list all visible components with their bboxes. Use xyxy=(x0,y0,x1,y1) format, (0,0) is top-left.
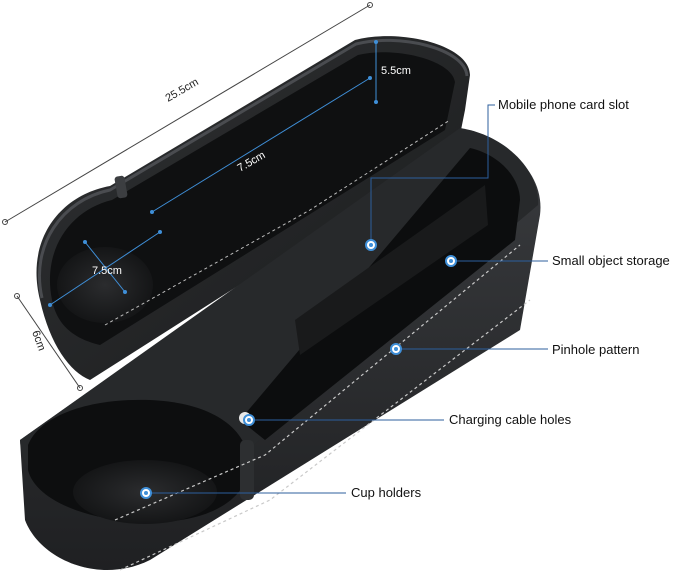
length-dim-end-a xyxy=(2,219,8,225)
stitching-rear xyxy=(104,119,451,326)
cup-dimension-line-a xyxy=(49,231,161,306)
small-storage-marker-dot xyxy=(449,259,453,263)
stitching-upper xyxy=(114,244,521,521)
height-dim-end-b xyxy=(77,385,83,391)
slot-depth-dimension-text: 5.5cm xyxy=(381,65,411,77)
slot-depth-end-b xyxy=(374,100,378,104)
stitching-lower xyxy=(119,299,531,571)
height-dimension-text: 6cm xyxy=(29,329,47,353)
cup-dim-end-c xyxy=(83,240,87,244)
cup-dim-end-b xyxy=(158,230,162,234)
height-dimension-line xyxy=(16,295,81,389)
cup-dimension-line-b xyxy=(84,241,126,293)
callout-cable-holes: Charging cable holes xyxy=(449,412,572,427)
callout-pinhole: Pinhole pattern xyxy=(552,342,640,357)
slot-length-dimension-line xyxy=(151,77,371,213)
cup-dimension-text: 7.5cm xyxy=(92,265,122,277)
pinhole-marker-dot xyxy=(394,347,398,351)
rear-rim-highlight xyxy=(37,38,469,299)
rear-organizer xyxy=(36,36,470,381)
cable-hole-clip xyxy=(240,440,254,500)
callout-leaders xyxy=(140,104,548,499)
cup-dim-end-d xyxy=(123,290,127,294)
rear-cup-floor xyxy=(57,247,153,323)
rear-divider-clip xyxy=(114,175,128,199)
slot-depth-end-a xyxy=(374,40,378,44)
phone-slot-leader xyxy=(370,104,495,245)
cable-holes-marker-dot xyxy=(247,418,251,422)
callout-phone-slot: Mobile phone card slot xyxy=(498,97,629,112)
phone-slot-marker-dot xyxy=(369,243,373,247)
front-organizer xyxy=(20,119,541,571)
cup-dim-end-a xyxy=(48,303,52,307)
length-dim-end-b xyxy=(367,2,373,8)
length-dimension-line xyxy=(4,4,371,223)
rear-organizer-cavity xyxy=(49,52,455,346)
height-dim-end-a xyxy=(14,293,20,299)
cup-holders-marker-dot xyxy=(144,491,148,495)
callout-cup-holders: Cup holders xyxy=(351,485,422,500)
phone-slot-divider xyxy=(295,185,488,355)
callout-small-storage: Small object storage xyxy=(552,253,670,268)
length-dimension-text: 25.5cm xyxy=(164,76,201,104)
slot-length-end-b xyxy=(368,76,372,80)
slot-length-end-a xyxy=(150,210,154,214)
